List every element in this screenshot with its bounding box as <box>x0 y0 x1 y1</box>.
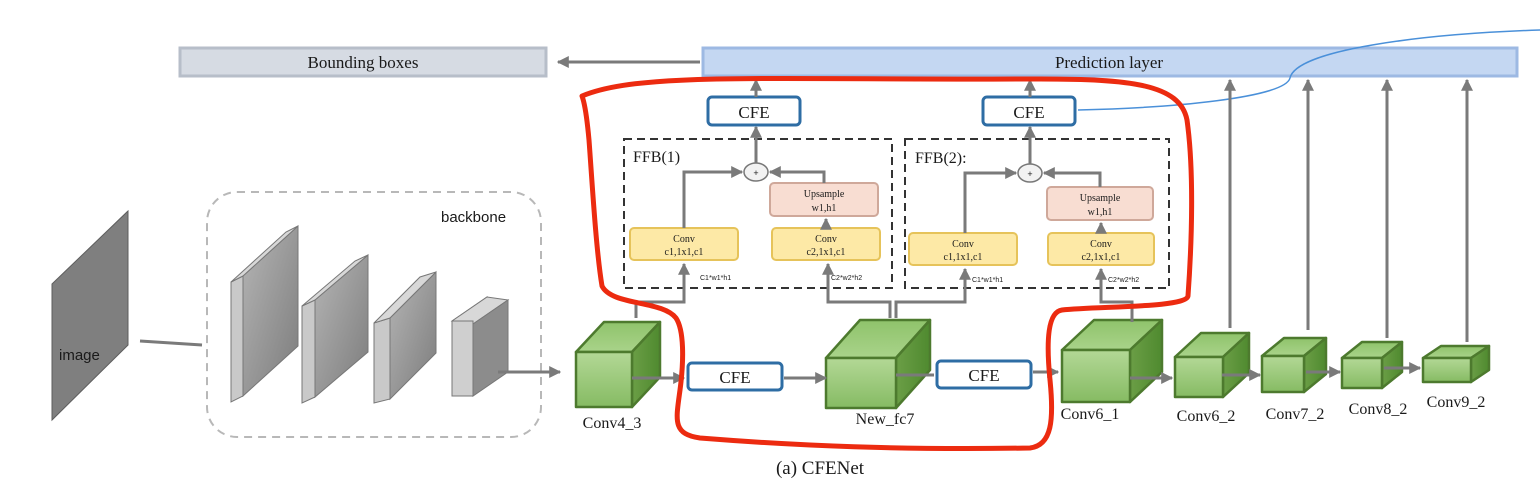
ffb-1-dim-right: C2*w2*h2 <box>831 275 862 282</box>
cube-conv7_2 <box>1260 336 1328 394</box>
layer-label-conv6_1: Conv6_1 <box>1061 406 1120 423</box>
input-image-plane <box>51 209 129 422</box>
backbone-container <box>206 191 542 438</box>
cfe-label: CFE <box>719 368 750 387</box>
ffb-2-title: FFB(2): <box>915 150 967 167</box>
ffb-1-sum-node: + <box>743 162 769 182</box>
ffb-1-title: FFB(1) <box>633 149 680 166</box>
cfe-label: CFE <box>1013 103 1044 122</box>
svg-text:c2,1x1,c1: c2,1x1,c1 <box>807 247 846 258</box>
ffb-2-sum-node: + <box>1017 163 1043 183</box>
bounding-boxes-box: Bounding boxes <box>178 46 548 78</box>
svg-text:c1,1x1,c1: c1,1x1,c1 <box>944 252 983 263</box>
backbone-block-1 <box>230 224 299 403</box>
backbone-block-3 <box>373 270 437 404</box>
ffb-2-conv-left: Conv c1,1x1,c1 <box>908 232 1018 266</box>
svg-text:c2,1x1,c1: c2,1x1,c1 <box>1082 252 1121 263</box>
cfe-block-top-2: CFE <box>981 95 1077 127</box>
cfe-label: CFE <box>738 103 769 122</box>
svg-text:Conv: Conv <box>673 234 695 245</box>
svg-text:Conv: Conv <box>1090 239 1112 250</box>
cfe-block-bottom-1: CFE <box>686 361 784 392</box>
ffb-1-conv-left: Conv c1,1x1,c1 <box>629 227 739 261</box>
ffb-2-conv-right: Conv c2,1x1,c1 <box>1047 232 1155 266</box>
ffb-2-left-path <box>963 167 1018 233</box>
svg-text:c1,1x1,c1: c1,1x1,c1 <box>665 247 704 258</box>
svg-text:w1,h1: w1,h1 <box>812 203 837 214</box>
ffb-1-conv-right: Conv c2,1x1,c1 <box>771 227 881 261</box>
layer-label-conv8_2: Conv8_2 <box>1349 401 1408 418</box>
cfe2-prediction-curve <box>1077 29 1540 111</box>
cube-conv4_3 <box>574 320 662 409</box>
svg-text:Upsample: Upsample <box>1080 193 1121 204</box>
cfe-block-bottom-2: CFE <box>935 359 1033 390</box>
cube-conv8_2 <box>1340 340 1404 390</box>
backbone-label: backbone <box>441 209 506 226</box>
svg-text:Upsample: Upsample <box>804 189 845 200</box>
svg-text:+: + <box>1027 169 1032 179</box>
cube-conv9_2 <box>1421 344 1491 384</box>
cube-new_fc7 <box>824 318 932 410</box>
ffb-1-dim-left: C1*w1*h1 <box>700 275 731 282</box>
highlight-outline <box>579 75 1195 452</box>
image-label: image <box>59 347 100 364</box>
svg-text:Conv: Conv <box>952 239 974 250</box>
layer-label-conv9_2: Conv9_2 <box>1427 394 1486 411</box>
layer-label-conv4_3: Conv4_3 <box>583 415 642 432</box>
layer-label-conv7_2: Conv7_2 <box>1266 406 1325 423</box>
bounding-boxes-label: Bounding boxes <box>308 53 419 72</box>
backbone-block-4 <box>450 296 510 397</box>
backbone-block-2 <box>301 253 369 404</box>
layer-label-conv6_2: Conv6_2 <box>1177 408 1236 425</box>
cfe-label: CFE <box>968 366 999 385</box>
arrow-image-to-backbone <box>139 339 203 347</box>
figure-caption: (a) CFENet <box>776 458 865 479</box>
ffb-2-upsample: Upsample w1,h1 <box>1046 186 1154 221</box>
svg-text:+: + <box>753 168 758 178</box>
layer-label-new_fc7: New_fc7 <box>856 411 915 428</box>
prediction-layer-box: Prediction layer <box>701 46 1519 78</box>
ffb-2-dim-right: C2*w2*h2 <box>1108 277 1139 284</box>
conv4_3-branch <box>636 262 690 304</box>
ffb-1: FFB(1) Conv c1,1x1,c1 Conv c2,1x1,c1 Ups… <box>623 138 893 289</box>
ffb-2: FFB(2): Conv c1,1x1,c1 Conv c2,1x1,c1 Up… <box>904 138 1170 289</box>
ffb-2-dim-left: C1*w1*h1 <box>972 277 1003 284</box>
svg-text:Conv: Conv <box>815 234 837 245</box>
cube-conv6_1 <box>1060 318 1164 404</box>
ffb-1-right-path <box>768 166 826 183</box>
new_fc7-branch-2 <box>894 267 971 318</box>
cube-conv6_2 <box>1173 331 1251 399</box>
ffb-1-upsample: Upsample w1,h1 <box>769 182 879 217</box>
ffb-2-right-path <box>1042 167 1102 187</box>
ffb-1-left-path <box>682 166 744 228</box>
cfe-block-top-1: CFE <box>706 95 802 127</box>
conv6_1-branch <box>1095 267 1134 322</box>
prediction-layer-label: Prediction layer <box>1055 53 1163 72</box>
new_fc7-branch-1 <box>822 262 892 318</box>
svg-text:w1,h1: w1,h1 <box>1088 207 1113 218</box>
